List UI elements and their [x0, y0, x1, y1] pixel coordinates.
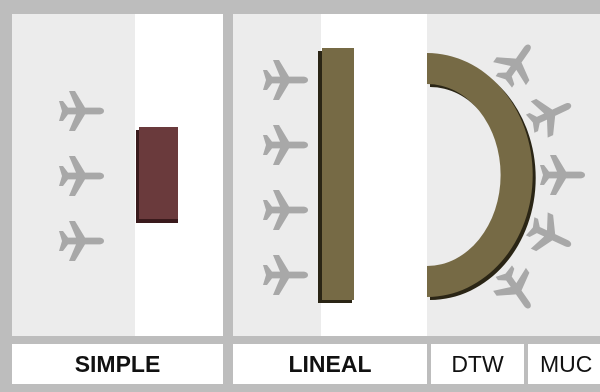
label-muc: MUC — [528, 344, 600, 384]
simple-panel — [12, 14, 223, 336]
label-simple: SIMPLE — [12, 344, 223, 384]
label-dtw-text: DTW — [451, 350, 504, 377]
simple-terminal-building — [139, 127, 178, 219]
lineal-panel — [233, 14, 427, 336]
curved-terminal-building — [427, 53, 533, 297]
label-dtw: DTW — [431, 344, 524, 384]
label-lineal: LINEAL — [233, 344, 427, 384]
label-lineal-text: LINEAL — [288, 350, 372, 377]
lineal-terminal-building — [322, 48, 354, 300]
label-simple-text: SIMPLE — [74, 350, 161, 377]
label-muc-text: MUC — [540, 350, 593, 377]
dtw-panel — [427, 14, 600, 336]
